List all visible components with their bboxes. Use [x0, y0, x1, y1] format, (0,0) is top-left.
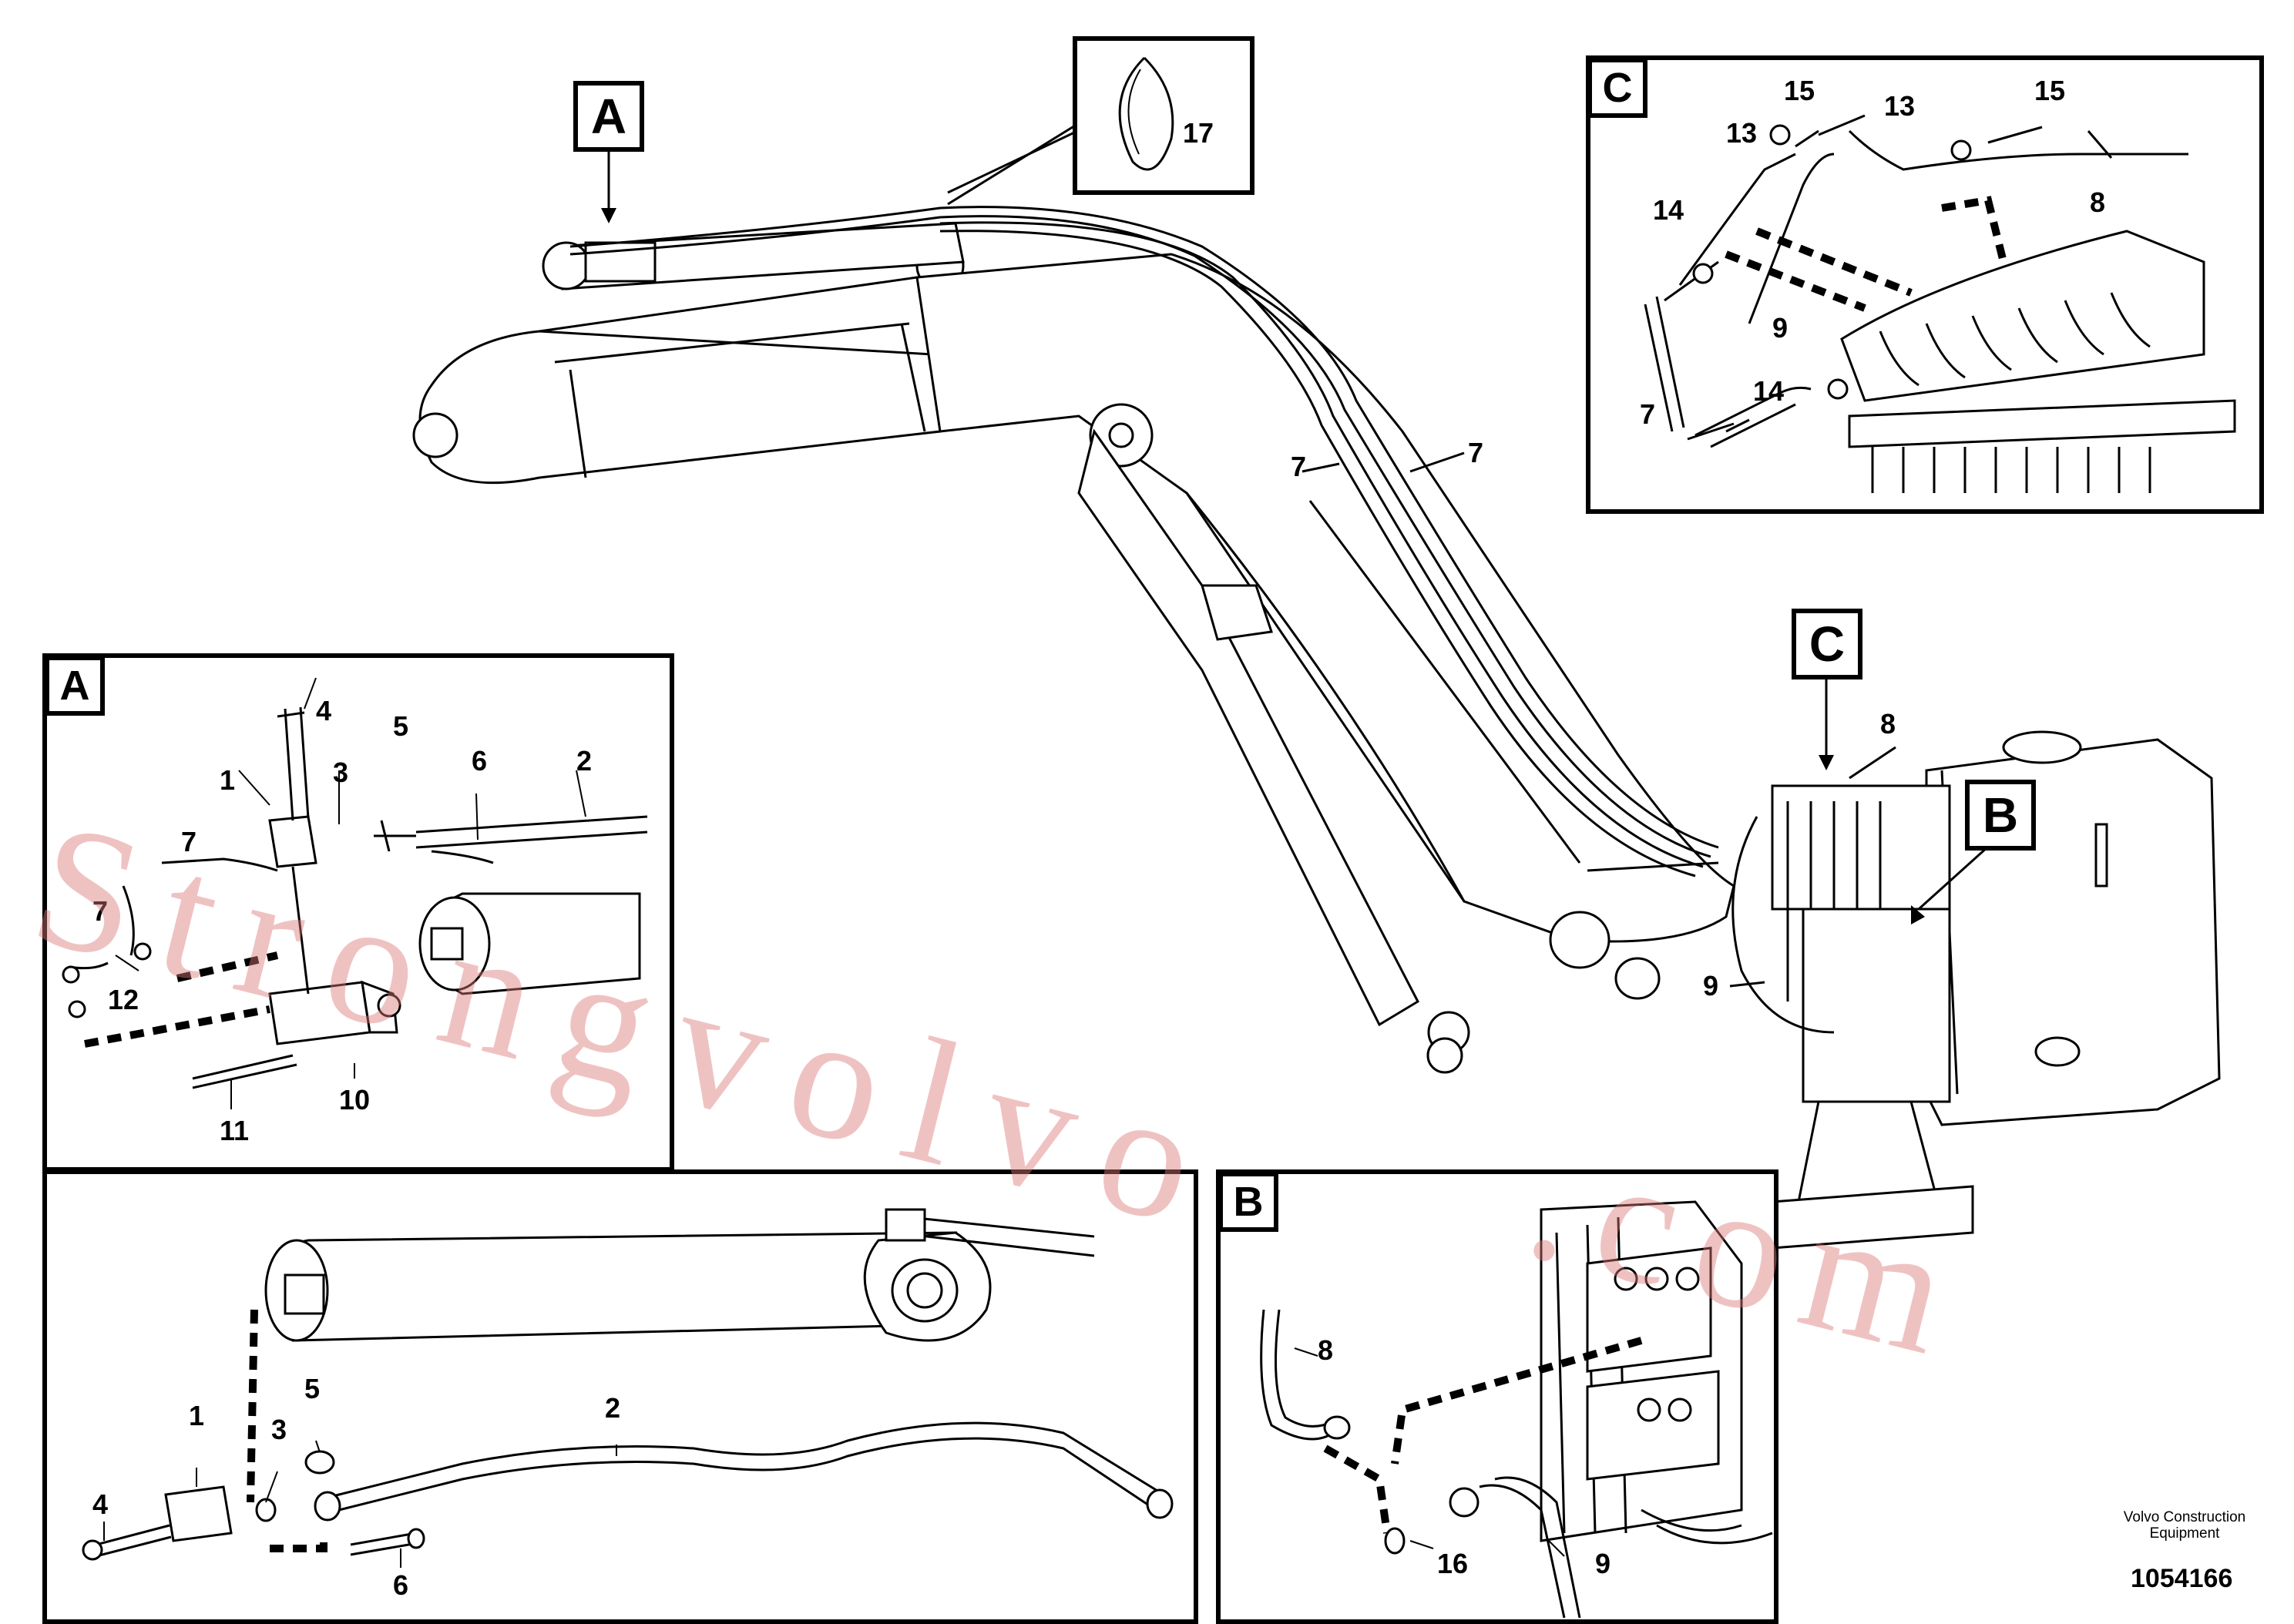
part-number-7: 7 [1640, 398, 1656, 430]
part-number-6: 6 [393, 1569, 409, 1601]
part-number-13: 13 [1884, 90, 1916, 122]
part-number-9: 9 [1703, 970, 1719, 1002]
part-number-17: 17 [1183, 117, 1214, 149]
part-number-8: 8 [2090, 186, 2106, 218]
part-number-15: 15 [1784, 75, 1815, 106]
part-number-6: 6 [472, 745, 488, 777]
part-number-7: 7 [181, 826, 197, 857]
part-number-16: 16 [1437, 1548, 1469, 1579]
boom-illustration [915, 253, 1735, 1074]
callout-c-main: C [1792, 609, 1862, 679]
part-number-7: 7 [1468, 437, 1484, 468]
callout-a-main: A [573, 81, 644, 152]
part-number-9: 9 [1595, 1548, 1611, 1579]
part-number-5: 5 [393, 710, 409, 742]
part-number-4: 4 [316, 695, 332, 726]
part-number-8: 8 [1880, 708, 1896, 740]
part-number-14: 14 [1653, 194, 1684, 226]
part-number-13: 13 [1726, 117, 1758, 149]
manufacturer-line-1: Volvo Construction [2123, 1509, 2246, 1525]
manufacturer-caption: Volvo Construction Equipment [2096, 1509, 2273, 1542]
hose-runs [569, 206, 1719, 877]
part-number-2: 2 [576, 745, 593, 777]
part-number-4: 4 [92, 1488, 109, 1520]
part-number-9: 9 [1772, 312, 1789, 344]
clamp-icon [1073, 36, 1254, 195]
part-number-3: 3 [333, 757, 349, 788]
part-number-14: 14 [1753, 375, 1785, 407]
part-number-5: 5 [304, 1373, 321, 1404]
part-number-15: 15 [2034, 75, 2066, 106]
part-number-1: 1 [220, 764, 236, 796]
leader-b-main [1917, 838, 1997, 911]
part-number-8: 8 [1318, 1334, 1334, 1366]
part-number-11: 11 [220, 1115, 250, 1146]
part-number-7: 7 [1291, 451, 1307, 482]
callout-b-main: B [1965, 780, 2036, 851]
part-number-7: 7 [92, 895, 109, 927]
callout-a-inset: A [45, 656, 105, 716]
manufacturer-line-2: Equipment [2149, 1525, 2220, 1542]
callout-b-inset: B [1218, 1172, 1278, 1232]
part-number-3: 3 [271, 1414, 287, 1445]
callout-c-inset: C [1587, 58, 1647, 118]
part-number-2: 2 [605, 1392, 621, 1424]
part-number-1: 1 [189, 1400, 205, 1431]
part-number-12: 12 [108, 984, 139, 1015]
part-number-10: 10 [339, 1084, 371, 1116]
drawing-number: 1054166 [2131, 1564, 2233, 1593]
